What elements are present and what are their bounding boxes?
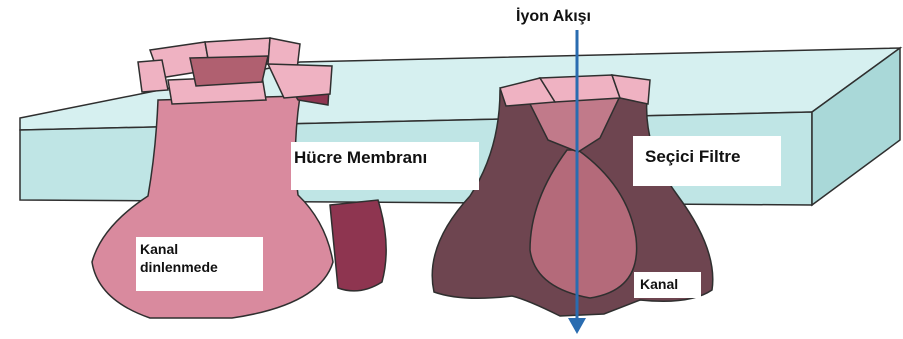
resting-channel-pore [190,56,268,86]
resting-channel-top-block-4 [138,60,168,92]
channel-label: Kanal [634,272,701,298]
resting-channel-label: Kanal dinlenmede [136,237,263,291]
resting-channel-label-line1: Kanal [140,240,263,258]
selective-filter-label: Seçici Filtre [633,136,781,186]
cell-membrane-label: Hücre Membranı [291,142,479,190]
open-channel-top-mid [540,75,620,102]
ion-flow-arrow-head [568,318,586,334]
resting-channel-label-line2: dinlenmede [140,258,263,276]
ion-flow-label: İyon Akışı [516,8,591,26]
resting-channel-side-lobe [330,200,386,291]
